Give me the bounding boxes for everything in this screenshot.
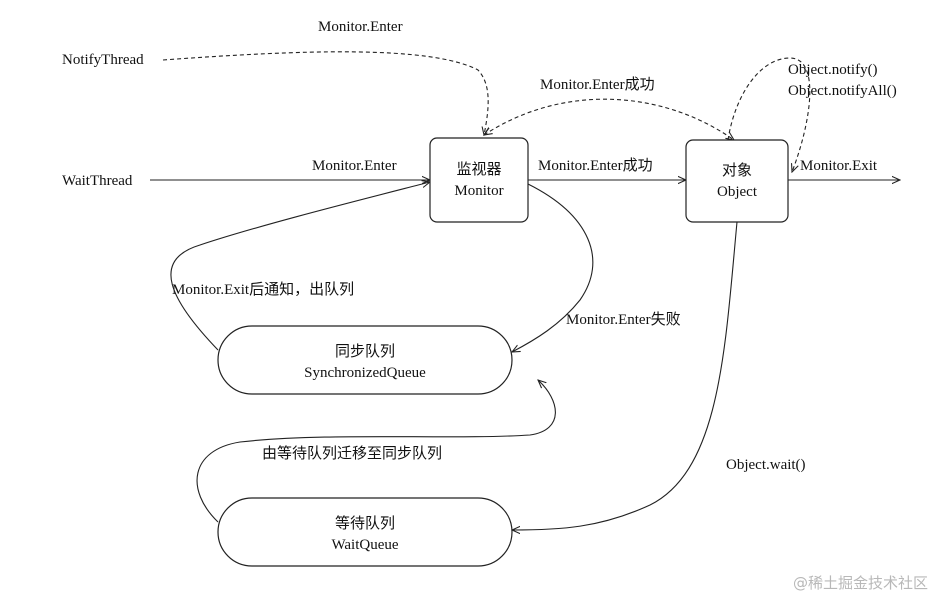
edge-monitor-to-sync-queue	[512, 183, 594, 352]
edge-sync-queue-to-monitor	[170, 182, 430, 351]
edge-monitor-object-dashed	[484, 98, 734, 140]
edge-label-exit-notify-dequeue: Monitor.Exit后通知，出队列	[172, 281, 354, 298]
node-monitor: 监视器 Monitor	[429, 137, 529, 223]
sync-queue-label-en: SynchronizedQueue	[304, 365, 426, 381]
notify-thread-label: NotifyThread	[62, 52, 144, 68]
edge-label-object-wait: Object.wait()	[726, 457, 806, 473]
edge-wait-queue-to-sync-queue	[196, 380, 556, 523]
wait-queue-label-en: WaitQueue	[331, 537, 398, 553]
node-object: 对象 Object	[685, 139, 789, 223]
monitor-label-en: Monitor	[454, 183, 503, 199]
edge-label-wait-enter: Monitor.Enter	[312, 158, 397, 174]
object-label-zh: 对象	[722, 162, 752, 179]
wait-queue-label-zh: 等待队列	[335, 514, 395, 532]
edge-label-enter-fail: Monitor.Enter失败	[566, 311, 681, 328]
edge-label-exit: Monitor.Exit	[800, 158, 878, 174]
object-label-en: Object	[717, 184, 758, 200]
edge-label-enter-success-dashed: Monitor.Enter成功	[540, 76, 655, 93]
monitor-label-zh: 监视器	[456, 161, 501, 178]
edge-label-wait-to-sync: 由等待队列迁移至同步队列	[262, 444, 442, 462]
edge-label-notify-enter: Monitor.Enter	[318, 19, 403, 35]
sync-queue-label-zh: 同步队列	[335, 343, 395, 360]
edge-label-notify-all: Object.notifyAll()	[788, 83, 897, 99]
edge-label-enter-success: Monitor.Enter成功	[538, 157, 653, 174]
node-wait-queue: 等待队列 WaitQueue	[217, 497, 513, 567]
edge-object-to-wait-queue	[512, 221, 738, 530]
edge-label-notify: Object.notify()	[788, 62, 878, 78]
node-sync-queue: 同步队列 SynchronizedQueue	[217, 325, 513, 395]
edge-object-notify-loop	[727, 57, 811, 172]
wait-thread-label: WaitThread	[62, 173, 133, 189]
watermark: @稀土掘金技术社区	[793, 574, 928, 592]
edge-notify-thread-to-monitor	[162, 51, 488, 135]
